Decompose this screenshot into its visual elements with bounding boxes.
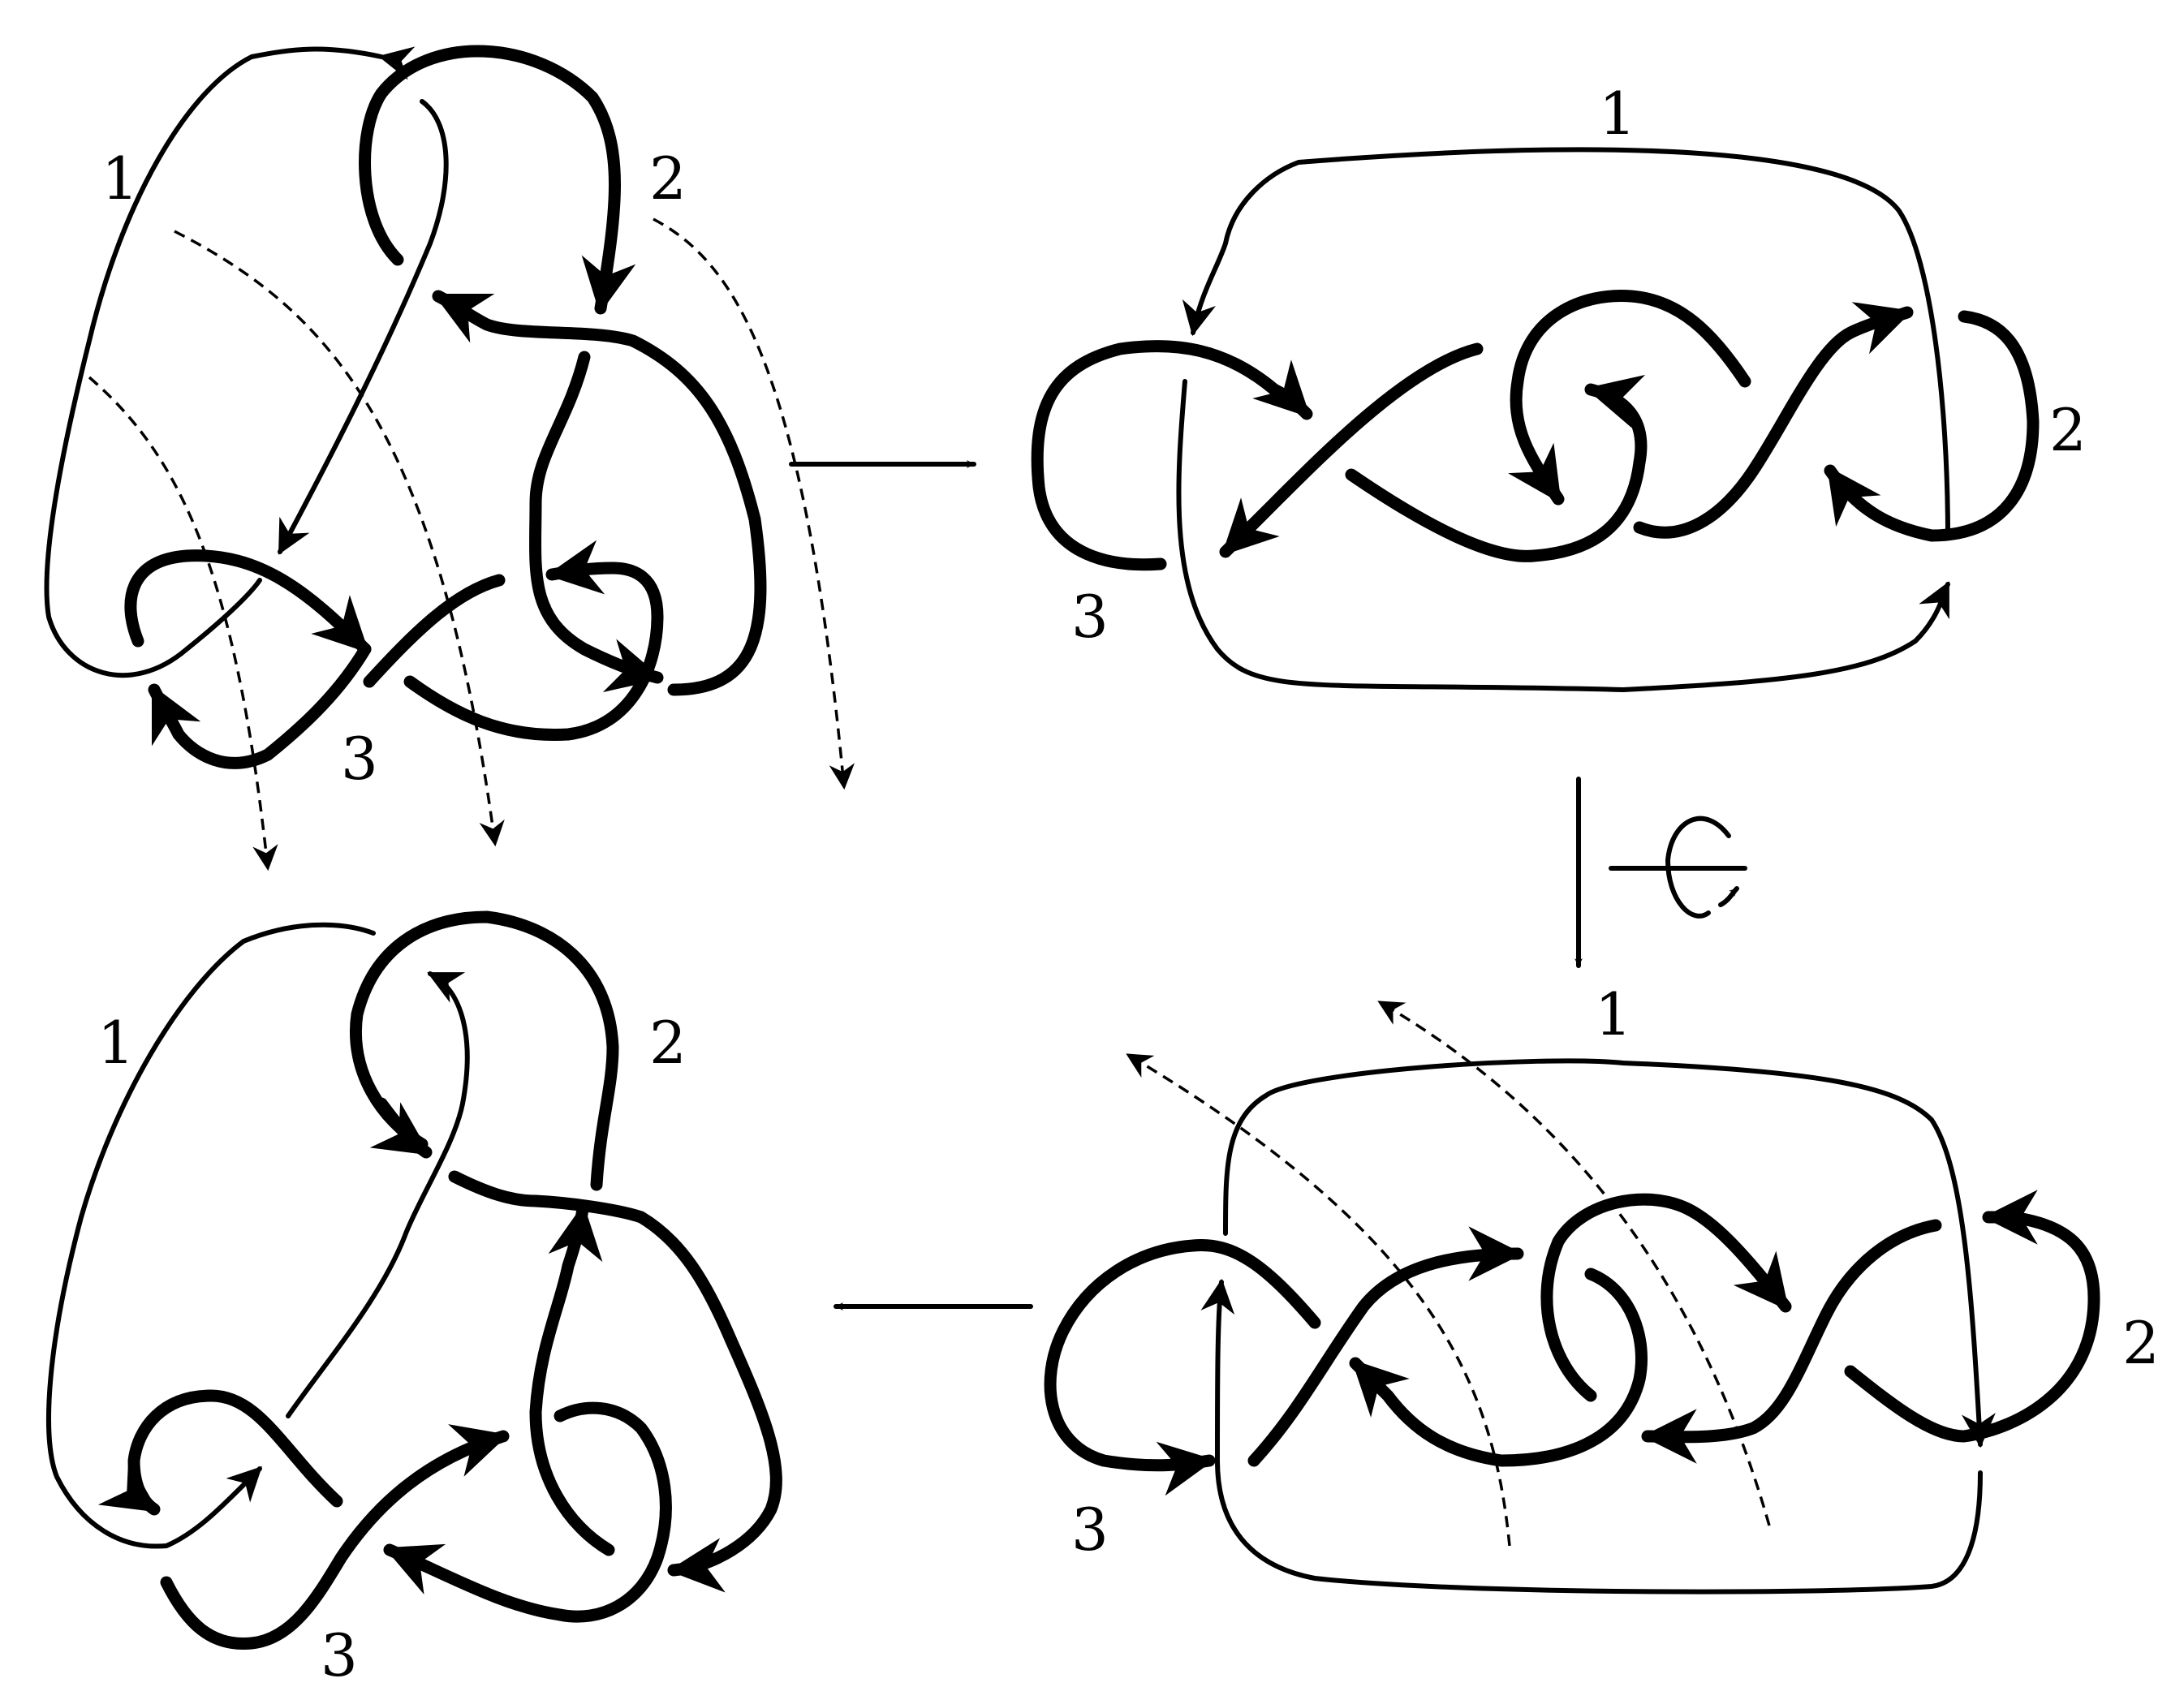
strand-2	[1508, 289, 1751, 506]
label-component-3: 3	[321, 1621, 358, 1689]
label-component-1: 1	[1595, 980, 1632, 1048]
strand-3	[1031, 340, 1313, 571]
strand-3	[97, 1389, 343, 1516]
strand-3-d	[403, 540, 664, 742]
label-component-2: 2	[649, 1009, 687, 1077]
label-component-2: 2	[649, 144, 687, 213]
strand-3-c	[363, 574, 506, 688]
strand-2	[350, 910, 619, 1191]
strand-1-b	[278, 99, 449, 555]
strand-2-b	[529, 351, 664, 693]
strand-1	[1182, 147, 1950, 538]
strand-2-b	[369, 1097, 433, 1159]
label-component-1: 1	[97, 1009, 135, 1077]
guide-dashed-3	[653, 217, 855, 790]
panel-top-right: 1 2 3	[1031, 80, 2087, 692]
strand-3	[1044, 1238, 1321, 1496]
strand-1-b	[286, 971, 470, 1418]
guide-dashed-1	[1126, 1053, 1511, 1547]
strand-1-b	[1176, 379, 1950, 692]
strand-2-c	[432, 290, 767, 696]
strand-2	[1540, 1193, 1792, 1402]
strand-3-b	[148, 643, 372, 769]
strand-3-c	[383, 1401, 672, 1623]
strand-1-b	[1200, 1278, 1983, 1595]
strand-3-c	[1349, 1267, 1648, 1467]
label-component-3: 3	[1071, 583, 1109, 651]
strand-1	[44, 46, 416, 678]
panel-top-left: 1 2 3	[44, 45, 855, 872]
strand-2-c	[448, 1170, 782, 1593]
strand-1	[1223, 1058, 1996, 1448]
strand-3-b	[160, 1424, 510, 1651]
label-component-3: 3	[1071, 1496, 1109, 1564]
label-component-1: 1	[101, 144, 139, 213]
strand-1	[46, 922, 376, 1549]
rotation-icon	[1609, 816, 1747, 919]
strand-3	[124, 549, 372, 656]
label-component-2: 2	[2049, 396, 2087, 464]
strand-3-c	[1345, 375, 1648, 562]
panel-bottom-right: 1 2 3	[1044, 980, 2160, 1595]
strand-3-b	[1247, 1226, 1524, 1467]
strand-2-b	[1633, 302, 1914, 539]
strand-3-b	[1219, 342, 1484, 558]
guide-dashed-2	[174, 230, 505, 847]
guide-dashed-1	[88, 376, 278, 872]
label-component-2: 2	[2122, 1309, 2160, 1377]
panel-bottom-left: 1 2 3	[46, 910, 782, 1689]
strand-2	[359, 45, 636, 315]
strand-2-d	[529, 1203, 615, 1556]
strand-2-c	[1824, 310, 2040, 542]
label-component-3: 3	[341, 725, 378, 793]
strand-2-b	[1641, 1219, 1942, 1464]
label-component-1: 1	[1599, 80, 1636, 148]
guide-dashed-2	[1377, 1001, 1771, 1526]
strand-2-c	[1844, 1190, 2100, 1443]
